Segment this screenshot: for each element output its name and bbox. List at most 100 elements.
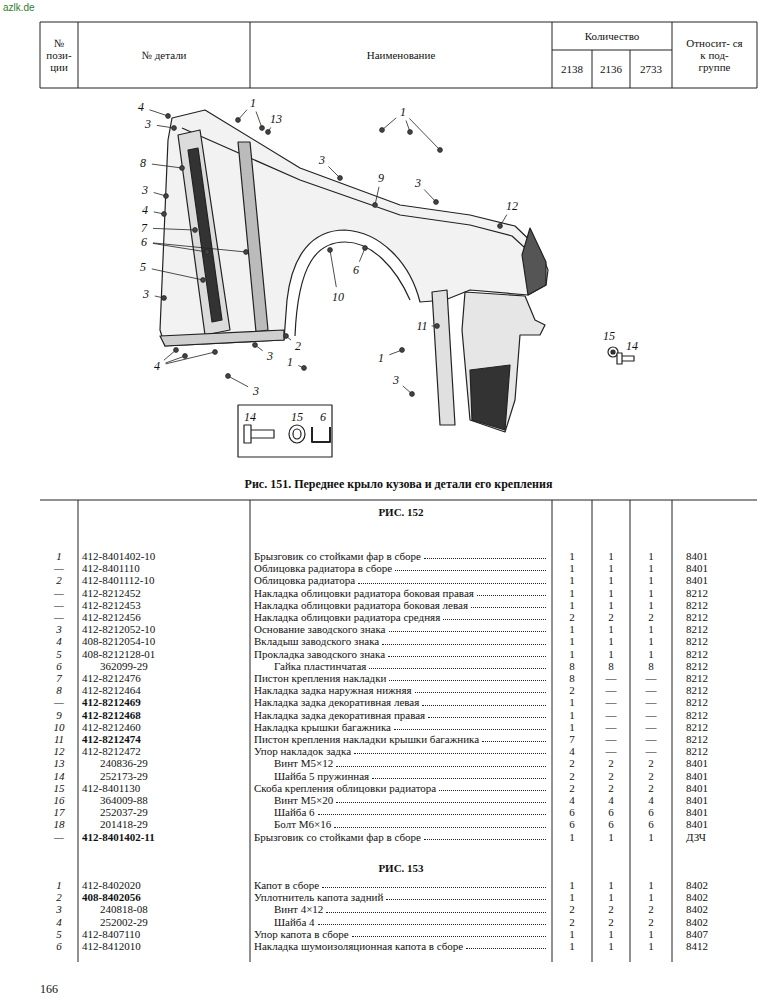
fastener bbox=[162, 296, 167, 301]
part-name: Облицовка радиатора в сборе bbox=[254, 562, 392, 574]
quantity: 1 bbox=[630, 623, 672, 635]
table-row: 4408-8212054-10Вкладыш заводского знака1… bbox=[40, 635, 757, 647]
leader-line bbox=[330, 250, 336, 287]
part-name: Упор капота в сборе bbox=[254, 928, 349, 940]
part-name: Накладка задка декоративная левая bbox=[254, 696, 419, 708]
part-name: Накладка задка декоративная правая bbox=[254, 709, 425, 721]
name-cell: Накладка облицовки радиатора средняя bbox=[250, 611, 552, 623]
quantity: — bbox=[630, 709, 672, 721]
name-cell: Вкладыш заводского знака bbox=[250, 635, 552, 647]
quantity: 1 bbox=[592, 623, 630, 635]
part-number: 412-8212464 bbox=[78, 684, 250, 696]
part-number: 412-8402020 bbox=[78, 879, 250, 891]
fastener bbox=[183, 354, 188, 359]
table-row: 9412-8212468Накладка задка декоративная … bbox=[40, 709, 757, 721]
header-cell: Относит- ся к под- группе bbox=[684, 37, 746, 73]
leader-line bbox=[153, 228, 195, 230]
quantity: 6 bbox=[592, 818, 630, 830]
quantity: 4 bbox=[630, 794, 672, 806]
part-number: 412-8212476 bbox=[78, 672, 250, 684]
quantity: 1 bbox=[592, 648, 630, 660]
quantity: 2 bbox=[552, 770, 592, 782]
quantity: 6 bbox=[552, 818, 592, 830]
dot-leader bbox=[422, 705, 546, 706]
name-cell: Капот в сборе bbox=[250, 879, 552, 891]
part-name: Накладка задка наружная нижняя bbox=[254, 684, 412, 696]
quantity: 1 bbox=[630, 562, 672, 574]
quantity: — bbox=[592, 745, 630, 757]
callout-number: 7 bbox=[140, 222, 148, 234]
part-number: 240836-29 bbox=[78, 757, 250, 769]
part-number: 412-8212472 bbox=[78, 745, 250, 757]
page-number: 166 bbox=[40, 982, 58, 997]
table-row: 16364009-88Винт М5×204448401 bbox=[40, 794, 757, 806]
name-cell: Накладка задка наружная нижняя bbox=[250, 684, 552, 696]
callout-number: 4 bbox=[141, 204, 149, 216]
dot-leader bbox=[372, 778, 546, 779]
dot-leader bbox=[354, 753, 546, 754]
quantity: 2 bbox=[592, 916, 630, 928]
subgroup: 8401 bbox=[672, 757, 757, 769]
dot-leader bbox=[389, 680, 546, 681]
name-cell: Болт М6×16 bbox=[250, 818, 552, 830]
dot-leader bbox=[386, 899, 546, 900]
name-cell: Шайба 6 bbox=[250, 806, 552, 818]
position-number: 17 bbox=[40, 806, 78, 818]
dot-leader bbox=[395, 570, 546, 571]
name-cell: Пистон крепления накладки bbox=[250, 672, 552, 684]
part-number: 412-8401110 bbox=[78, 562, 250, 574]
part-name: Гайка пластинчатая bbox=[274, 660, 366, 672]
position-number: 4 bbox=[40, 635, 78, 647]
leader-line bbox=[228, 376, 248, 387]
part-name: Накладка шумоизоляционная капота в сборе bbox=[254, 940, 463, 952]
part-number: 412-8212460 bbox=[78, 721, 250, 733]
part-number: 412-8212456 bbox=[78, 611, 250, 623]
name-cell: Винт М5×12 bbox=[250, 757, 552, 769]
quantity: 1 bbox=[630, 891, 672, 903]
part-name: Шайба 5 пружинная bbox=[274, 770, 369, 782]
dot-leader bbox=[369, 668, 546, 669]
table-row: —412-8401402-11Брызговик со стойками фар… bbox=[40, 831, 757, 843]
watermark: azlk.de bbox=[3, 2, 35, 13]
quantity: — bbox=[592, 721, 630, 733]
quantity: 1 bbox=[592, 562, 630, 574]
part-number: 412-8212469 bbox=[78, 696, 250, 708]
dot-leader bbox=[424, 558, 546, 559]
quantity: 1 bbox=[552, 587, 592, 599]
position-number: — bbox=[40, 696, 78, 708]
dot-leader bbox=[389, 631, 546, 632]
quantity: — bbox=[592, 733, 630, 745]
position-number: 11 bbox=[40, 733, 78, 745]
fastener bbox=[410, 392, 415, 397]
quantity: — bbox=[592, 709, 630, 721]
part-number: 412-8212468 bbox=[78, 709, 250, 721]
quantity: 6 bbox=[630, 818, 672, 830]
part-number: 412-8401402-10 bbox=[78, 550, 250, 562]
callout-number: 4 bbox=[137, 101, 145, 113]
quantity: 1 bbox=[552, 928, 592, 940]
table-row: 1412-8402020Капот в сборе1118402 bbox=[40, 879, 757, 891]
quantity: 1 bbox=[592, 879, 630, 891]
quantity: 1 bbox=[592, 550, 630, 562]
dot-leader bbox=[443, 619, 546, 620]
quantity: 4 bbox=[592, 794, 630, 806]
quantity: 1 bbox=[552, 709, 592, 721]
quantity: 2 bbox=[552, 684, 592, 696]
quantity: 2 bbox=[552, 916, 592, 928]
table-row: 17252037-29Шайба 66668401 bbox=[40, 806, 757, 818]
quantity: 2 bbox=[592, 757, 630, 769]
fastener bbox=[172, 126, 177, 131]
callout-number: 6 bbox=[319, 411, 327, 423]
table-row: 1412-8401402-10Брызговик со стойками фар… bbox=[40, 550, 757, 562]
quantity: 2 bbox=[552, 611, 592, 623]
subgroup: 8212 bbox=[672, 709, 757, 721]
subgroup: 8212 bbox=[672, 721, 757, 733]
part-number: 201418-29 bbox=[78, 818, 250, 830]
quantity: — bbox=[592, 696, 630, 708]
quantity: 1 bbox=[592, 928, 630, 940]
table-row: —412-8212452Накладка облицовки радиатора… bbox=[40, 587, 757, 599]
name-cell: Гайка пластинчатая bbox=[250, 660, 552, 672]
subgroup: 8212 bbox=[672, 587, 757, 599]
name-cell: Облицовка радиатора bbox=[250, 574, 552, 586]
